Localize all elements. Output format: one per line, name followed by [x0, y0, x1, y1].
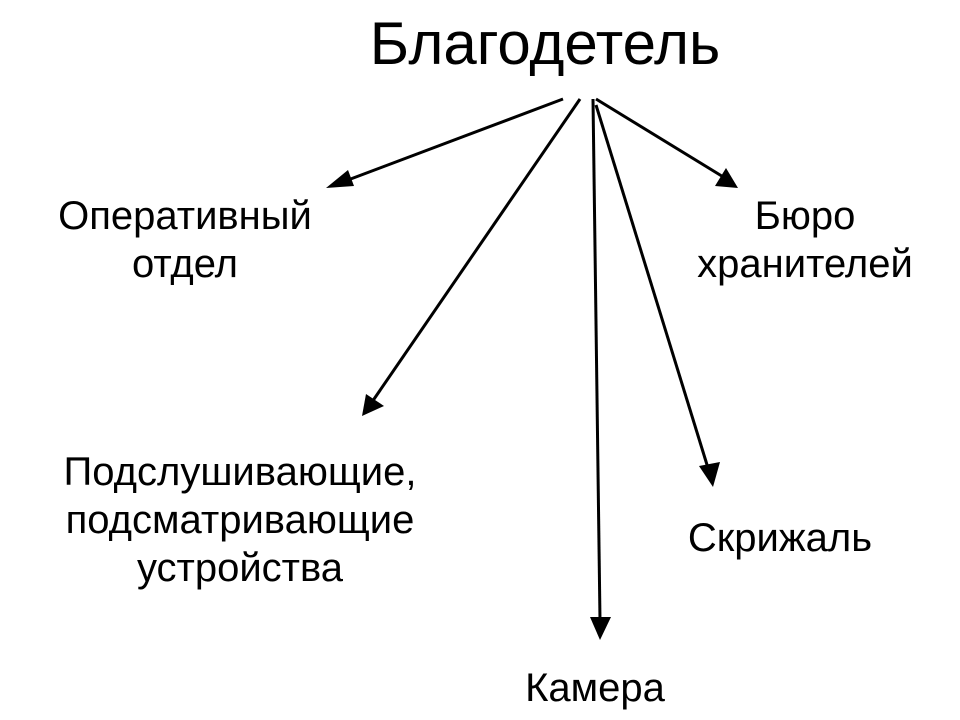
- edge-root-devices: [370, 98, 582, 403]
- node-operational-department: Оперативный отдел: [10, 192, 360, 288]
- node-label-line: Бюро: [754, 194, 856, 238]
- node-label-line: устройства: [136, 546, 344, 590]
- node-label-line: Подслушивающие,: [63, 450, 417, 494]
- arrowhead-icon: [362, 394, 384, 416]
- arrowhead-icon: [715, 168, 738, 188]
- root-node-benefactor: Благодетель: [310, 4, 780, 84]
- edge-root-oper: [331, 97, 564, 188]
- node-label-line: подсматривающие: [65, 498, 415, 542]
- root-label: Благодетель: [369, 10, 721, 77]
- arrowhead-icon: [590, 617, 611, 640]
- node-surveillance-devices: Подслушивающие, подсматривающие устройст…: [0, 448, 480, 592]
- node-label-line: Камера: [525, 666, 665, 710]
- node-label-line: хранителей: [697, 242, 913, 286]
- edge-root-camera: [591, 98, 602, 621]
- node-label-line: отдел: [132, 242, 238, 286]
- node-label-line: Оперативный: [58, 194, 312, 238]
- node-bureau-of-guardians: Бюро хранителей: [650, 192, 960, 288]
- arrowhead-icon: [699, 462, 720, 487]
- edge-root-bureau: [595, 97, 726, 180]
- edge-root-tablet: [594, 104, 710, 469]
- node-label-line: Скрижаль: [687, 516, 873, 560]
- node-tablet: Скрижаль: [650, 514, 910, 562]
- node-camera: Камера: [480, 664, 710, 712]
- arrowhead-icon: [326, 170, 354, 188]
